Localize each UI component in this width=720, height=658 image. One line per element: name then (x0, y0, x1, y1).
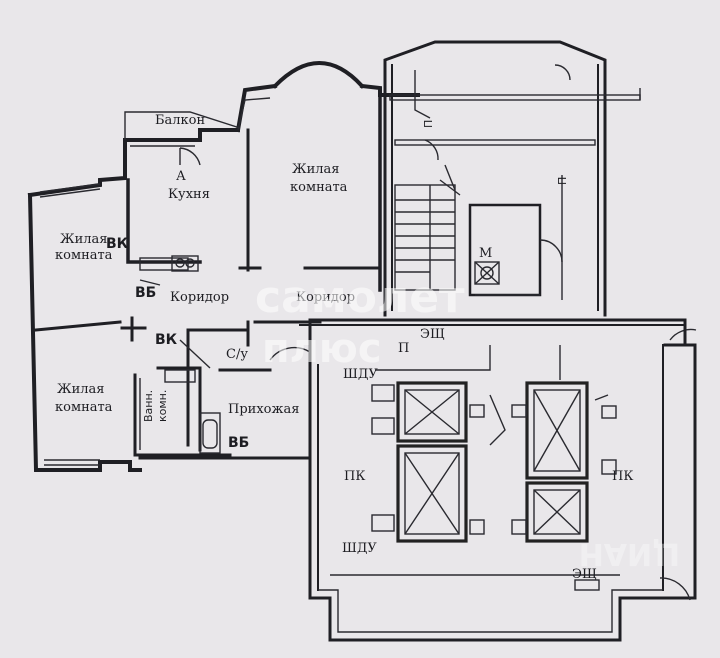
label-corridor-left: Коридор (170, 290, 229, 305)
label-p-vertical-right: П (556, 177, 569, 185)
label-shdu-top: ШДУ (343, 367, 378, 382)
label-bath-line1: Ванн. (142, 390, 155, 422)
label-p-vertical-left: П (422, 120, 435, 128)
label-living-room-top-line1: Жилая (60, 232, 107, 247)
label-living-room-big-line2: комната (290, 180, 348, 195)
room-labels: Балкон А Кухня Жилая комната Жилая комна… (55, 113, 633, 582)
label-hallway: Прихожая (228, 402, 299, 417)
label-vk-top: ВК (106, 236, 129, 252)
watermark-brand-line2: плюс (262, 326, 382, 372)
label-balcony: Балкон (155, 113, 205, 128)
watermark-corner-brand: ЦИАН (579, 536, 680, 571)
watermark-brand-line1: самолет (255, 272, 465, 323)
label-elevator-m: М (479, 246, 492, 261)
fixtures (139, 255, 221, 454)
watermark: самолет плюс ЦИАН (255, 272, 680, 571)
label-kitchen: Кухня (168, 187, 210, 202)
label-eshch-bottom: ЭЩ (572, 567, 597, 582)
label-marker-a: А (176, 169, 186, 184)
label-vb-bottom: ВБ (228, 435, 249, 451)
label-eshch-top: ЭЩ (420, 327, 445, 342)
apartment-outer-walls (27, 61, 420, 472)
label-bath-line2: комн. (156, 390, 169, 422)
stair-treads (395, 199, 455, 273)
windows (39, 145, 195, 466)
label-living-room-bottom-line1: Жилая (57, 382, 104, 397)
label-shdu-bottom: ШДУ (342, 541, 377, 556)
balcony-outline (124, 97, 271, 140)
interior-walls (34, 93, 382, 457)
elevator-shafts (371, 345, 617, 591)
lobby-block (299, 318, 697, 642)
label-vb-top: ВБ (135, 285, 156, 301)
label-pk-right: ПК (612, 469, 633, 484)
stair-block (383, 40, 641, 317)
label-vk-bottom: ВК (155, 332, 178, 348)
doors (179, 147, 697, 361)
label-corridor-right: Коридор (296, 290, 355, 305)
label-wc: С/у (226, 347, 248, 362)
label-pk-left: ПК (344, 469, 365, 484)
label-p-marker: П (398, 341, 409, 356)
label-living-room-top-line2: комната (55, 248, 113, 263)
label-living-room-bottom-line2: комната (55, 400, 113, 415)
label-living-room-big-line1: Жилая (292, 162, 339, 177)
